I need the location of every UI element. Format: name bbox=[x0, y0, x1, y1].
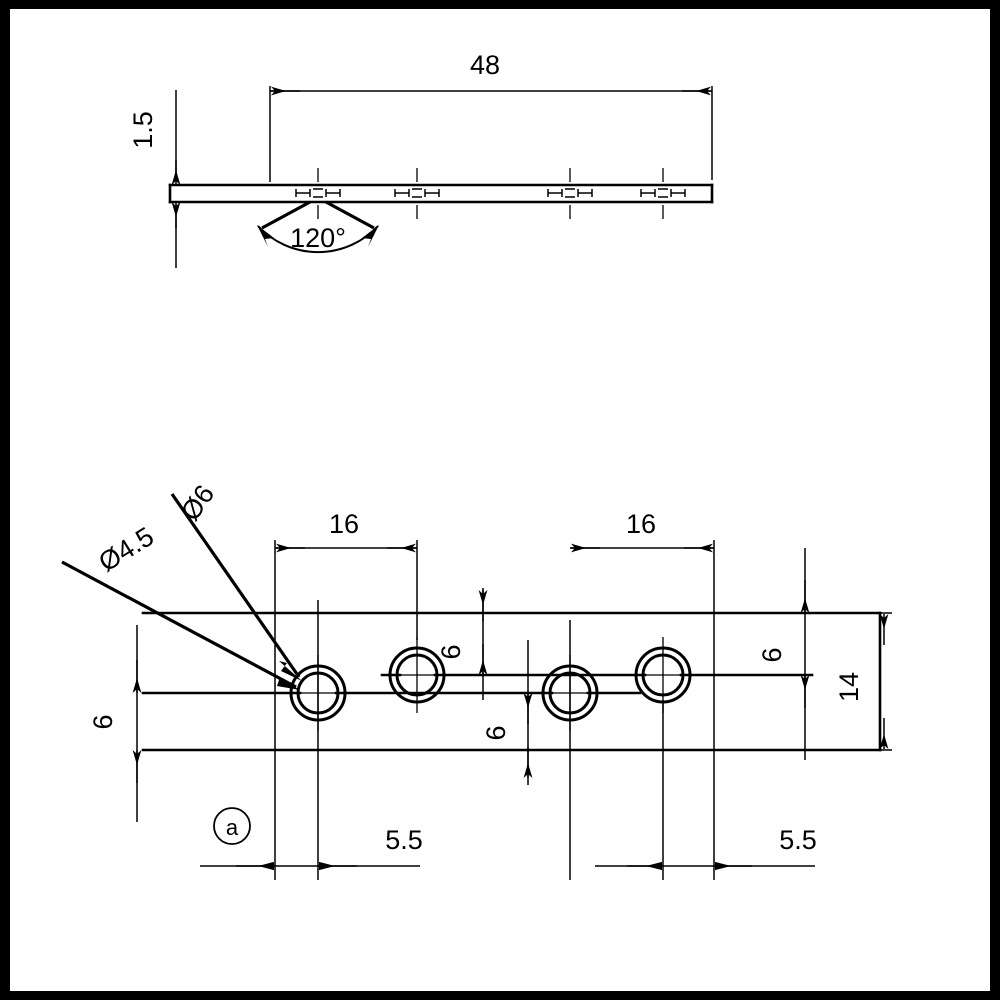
leader-counterbore-label: Ø6 bbox=[175, 479, 220, 526]
hole-2 bbox=[383, 637, 457, 713]
dimension-pitch-left: 16 bbox=[275, 509, 417, 553]
dimension-edge-mid-upper-label: 6 bbox=[436, 644, 466, 659]
side-view: 1.5 48 120° bbox=[128, 50, 714, 268]
leader-counterbore-diameter: Ø6 bbox=[170, 479, 302, 681]
dimension-width: 14 bbox=[834, 612, 892, 751]
side-view-plate-outline bbox=[168, 183, 714, 204]
dimension-edge-right-label: 6 bbox=[757, 647, 787, 662]
dimension-offset-left: 5.5 bbox=[200, 825, 423, 871]
detail-balloon-circle bbox=[213, 807, 251, 845]
dimension-pitch-right-label: 16 bbox=[626, 509, 656, 539]
detail-balloon-label: a bbox=[226, 815, 239, 840]
hole-3 bbox=[536, 655, 610, 731]
sheet-border-right bbox=[990, 0, 1000, 1000]
dimension-thickness-label: 1.5 bbox=[128, 111, 158, 149]
sheet-border-left bbox=[0, 0, 10, 1000]
dimension-countersink-angle: 120° bbox=[257, 200, 379, 254]
dimension-edge-mid-lower-label: 6 bbox=[481, 725, 511, 740]
dimension-edge-left-label: 6 bbox=[88, 714, 118, 729]
dimension-offset-left-label: 5.5 bbox=[385, 825, 423, 855]
sheet-border-bottom bbox=[0, 991, 1000, 1000]
side-view-centerlines bbox=[317, 168, 664, 219]
dimension-angle-label: 120° bbox=[290, 223, 346, 253]
hole-4 bbox=[629, 637, 703, 713]
leader-through-diameter: Ø4.5 bbox=[61, 521, 300, 690]
plan-view-row-centerlines bbox=[141, 673, 814, 695]
dimension-offset-right-label: 5.5 bbox=[779, 825, 817, 855]
dimension-thickness: 1.5 bbox=[128, 90, 181, 268]
leader-through-label: Ø4.5 bbox=[93, 521, 159, 577]
plan-view: 16 16 Ø6 Ø4.5 bbox=[61, 479, 892, 880]
dimension-edge-left: 6 bbox=[88, 625, 142, 822]
dimension-length: 48 bbox=[269, 50, 713, 182]
hole-1 bbox=[284, 655, 358, 731]
detail-balloon-a[interactable]: a bbox=[213, 807, 251, 845]
plan-view-extension-lines bbox=[274, 540, 806, 880]
dimension-length-label: 48 bbox=[470, 50, 500, 80]
side-view-hole-traces bbox=[295, 188, 686, 198]
dimension-pitch-right: 16 bbox=[570, 509, 714, 553]
dimension-pitch-left-label: 16 bbox=[329, 509, 359, 539]
dimension-edge-right: 6 bbox=[757, 580, 810, 708]
dimension-edge-mid-lower: 6 bbox=[481, 640, 533, 785]
sheet-border-top bbox=[0, 0, 1000, 9]
dimension-edge-mid-upper: 6 bbox=[436, 588, 488, 700]
dimension-offset-right: 5.5 bbox=[595, 825, 817, 871]
plan-view-plate-outline bbox=[141, 611, 882, 752]
dimension-width-label: 14 bbox=[834, 672, 864, 702]
